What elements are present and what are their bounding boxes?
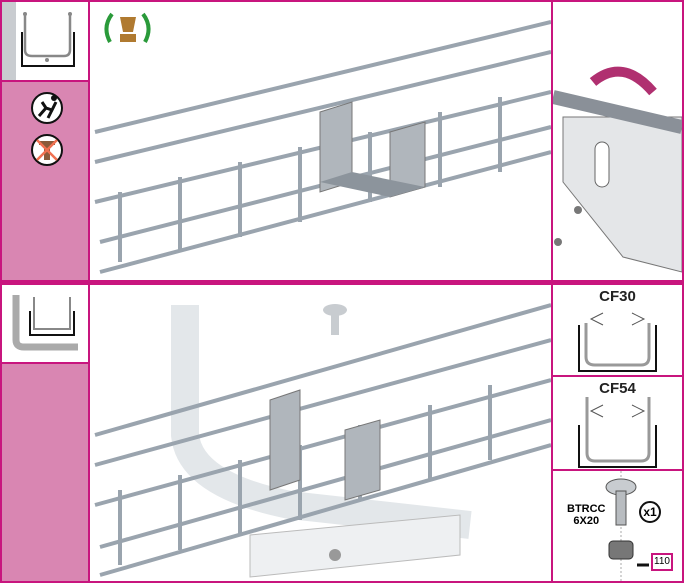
cf30-panel: CF30 xyxy=(553,285,682,375)
tray-profile-bottom xyxy=(2,285,88,362)
cf54-panel: CF54 xyxy=(553,377,682,469)
cf30-label: CF30 xyxy=(599,288,636,305)
award-icon xyxy=(104,12,151,43)
cf54-label: CF54 xyxy=(599,380,636,397)
arrow-icon xyxy=(589,312,604,326)
tray-profile-icon xyxy=(21,12,75,67)
tray-bracket-mount-illustration xyxy=(90,285,551,581)
tray-bracket-profile-icon xyxy=(12,295,78,351)
bolt-hardware-panel: BTRCC 6X20 x1 110 xyxy=(553,471,682,581)
tray-profile-top xyxy=(2,2,88,80)
quick-install-icon xyxy=(31,92,63,124)
feature-icons-panel xyxy=(2,82,88,280)
bolt-size: 6X20 xyxy=(573,515,600,527)
no-screw-icon xyxy=(31,134,63,166)
quantity-badge: x1 xyxy=(639,501,661,523)
wall-texture xyxy=(2,2,16,80)
wire-tray-illustration xyxy=(94,12,551,274)
bolt-code: BTRCC xyxy=(567,503,606,515)
tray-wall-mount-illustration xyxy=(90,2,551,280)
clip-rotation-detail xyxy=(553,2,682,280)
side-panel-blank xyxy=(2,364,88,581)
wire-tray-bracket-illustration xyxy=(94,303,551,578)
cf30-profile-icon xyxy=(578,312,657,372)
rotate-arrow-icon xyxy=(589,66,657,96)
page-reference-link[interactable]: 110 xyxy=(651,553,673,571)
clip-detail-illustration xyxy=(553,66,682,273)
bolt-nut-icon xyxy=(605,471,649,581)
cf54-profile-icon xyxy=(578,397,657,468)
